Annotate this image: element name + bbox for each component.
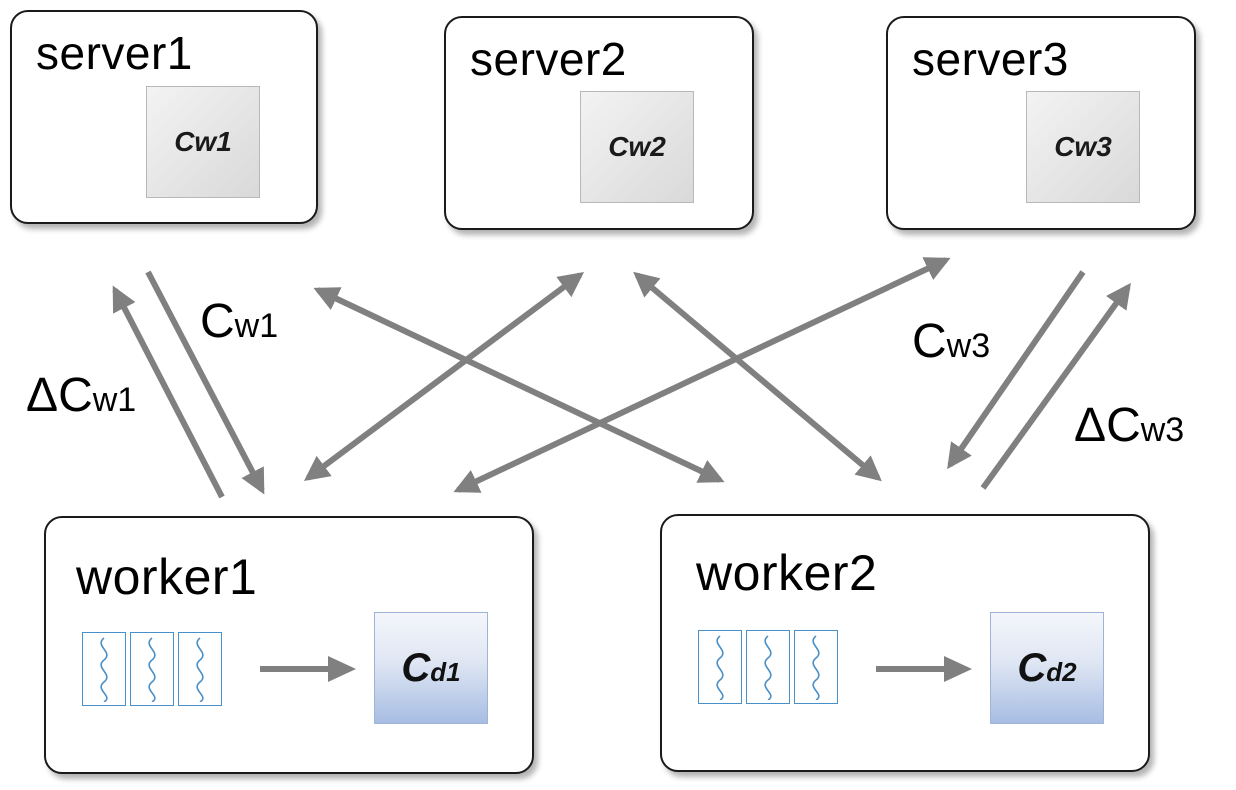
server3-node: server3 Cw3 <box>886 16 1196 230</box>
arrow-server2-worker2 <box>633 271 882 482</box>
worker1-documents <box>82 632 222 706</box>
edge-label-pull-w3: Cw3 <box>912 315 991 368</box>
pull-arrow-server1-worker1 <box>145 270 265 495</box>
edge-label-push-w1: ΔCw1 <box>26 369 137 422</box>
server1-param-label: Cw1 <box>174 126 232 157</box>
document-wave-icon <box>794 630 838 704</box>
pull-arrow-server3-worker2 <box>947 270 1086 470</box>
server3-param-box: Cw3 <box>1026 91 1140 203</box>
document-wave-icon <box>746 630 790 704</box>
worker2-title: worker2 <box>696 545 878 601</box>
arrow-right-icon <box>260 656 356 682</box>
server2-title: server2 <box>470 33 627 85</box>
edge-label-push-w3: ΔCw3 <box>1074 399 1185 452</box>
worker2-param-box: Cd2 <box>990 612 1104 724</box>
worker1-param-label: Cd1 <box>401 645 461 690</box>
worker1-title: worker1 <box>76 549 258 605</box>
push-arrow-worker2-server3 <box>980 282 1131 490</box>
server1-title: server1 <box>36 27 193 79</box>
server2-param-box: Cw2 <box>580 91 694 203</box>
server2-node: server2 Cw2 <box>444 16 754 230</box>
worker2-documents <box>698 630 838 704</box>
document-wave-icon <box>178 632 222 706</box>
document-wave-icon <box>130 632 174 706</box>
worker1-param-box: Cd1 <box>374 612 488 724</box>
arrow-right-icon <box>876 656 972 682</box>
arrow-server3-worker1 <box>453 257 951 493</box>
server2-param-label: Cw2 <box>608 131 666 162</box>
push-arrow-worker1-server1 <box>112 285 225 499</box>
worker1-node: worker1 Cd1 <box>44 516 534 774</box>
server3-param-label: Cw3 <box>1054 131 1112 162</box>
edge-label-pull-w1: Cw1 <box>200 295 279 348</box>
server1-param-box: Cw1 <box>146 86 260 198</box>
server3-title: server3 <box>912 33 1069 85</box>
worker2-node: worker2 Cd2 <box>660 514 1150 772</box>
document-wave-icon <box>82 632 126 706</box>
worker2-param-label: Cd2 <box>1017 645 1077 690</box>
server1-node: server1 Cw1 <box>10 10 318 224</box>
document-wave-icon <box>698 630 742 704</box>
